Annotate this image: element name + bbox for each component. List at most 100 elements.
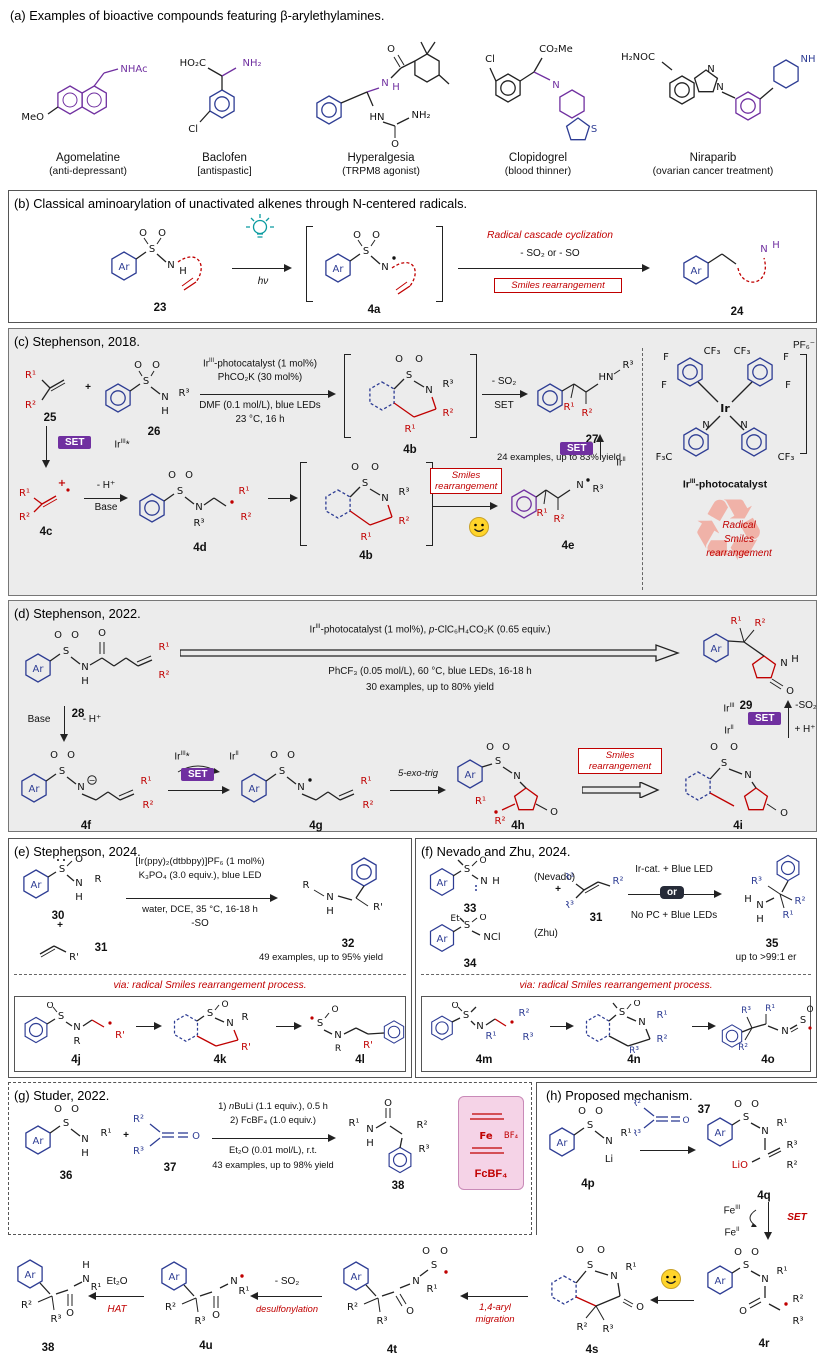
bracket-right [426, 462, 433, 546]
reaction-arrow [276, 1022, 302, 1031]
atom: N [73, 1022, 80, 1033]
atom: H [492, 876, 500, 887]
atom: Ar [31, 880, 43, 891]
atom: R³ [419, 1144, 430, 1155]
atom: S [587, 1120, 593, 1131]
atom: CO₂Me [539, 44, 573, 55]
atom: R² [634, 1099, 641, 1109]
atom: H₂NOC [621, 52, 655, 63]
atom: O [710, 742, 718, 753]
compound-label-4s: 4s [585, 1344, 599, 1356]
atom: O [98, 628, 106, 639]
atom: CF₃ [734, 346, 751, 357]
compound-name: Baclofen [202, 152, 247, 164]
compound-label-4p: 4p [581, 1178, 595, 1190]
panel-b [8, 190, 817, 323]
so2-loss: - SO₂ [491, 376, 517, 387]
compound-label-37: 37 [163, 1162, 177, 1174]
cascade-text: Radical cascade cyclization [487, 230, 613, 241]
plus-sign: + [123, 1130, 129, 1141]
atom: R¹ [777, 1118, 788, 1129]
compound-label-4g: 4g [309, 820, 323, 832]
er-text: up to >99:1 er [735, 952, 797, 963]
atom: N [195, 502, 202, 513]
atom: NH [801, 54, 816, 65]
atom: F₃C [656, 452, 673, 463]
compound-label-4c: 4c [39, 526, 53, 538]
atom: R² [399, 516, 410, 527]
atom: Ir [720, 402, 730, 415]
desulfonylation-text: desulfonylation [255, 1304, 319, 1314]
base-label: Base [27, 714, 51, 725]
compound-label-4m: 4m [475, 1054, 493, 1066]
atom: O [422, 1246, 430, 1257]
atom: Cl [188, 124, 198, 135]
compound-label-4b: 4b [403, 444, 417, 456]
ir2-label: IrII [616, 456, 626, 469]
atom: H [791, 654, 799, 665]
atom: R² [159, 670, 170, 681]
atom: R¹ [537, 508, 548, 519]
atom: N [761, 1274, 768, 1285]
atom: R' [241, 1042, 251, 1053]
atom: O [168, 470, 176, 481]
compound-label-24: 24 [730, 306, 744, 318]
atom: R² [657, 1034, 668, 1045]
structure-31f: R¹ R³ R² [566, 872, 623, 908]
atom: N [334, 1030, 341, 1041]
atom: R² [795, 896, 806, 907]
via-box [14, 996, 406, 1072]
atom: MeO [21, 112, 44, 123]
atom: R³ [134, 1146, 144, 1157]
atom: R¹ [657, 1010, 668, 1021]
reaction-arrow [550, 1022, 574, 1031]
compound-label-34: 34 [463, 958, 477, 970]
panel-c [8, 328, 817, 596]
atom: R² [165, 1302, 176, 1313]
atom: Ar [557, 1138, 569, 1149]
atom: N [761, 1126, 768, 1137]
reaction-arrow-down [60, 706, 69, 742]
lamp-icon [246, 214, 274, 238]
atom: R¹ [361, 776, 372, 787]
atom: F [663, 352, 669, 363]
atom: S [362, 478, 368, 489]
atom: Ar [33, 1136, 45, 1147]
deprotonation: - H⁺ [82, 714, 102, 725]
atom: R¹ [427, 1284, 438, 1295]
fe3-label: FeIII [723, 1204, 741, 1217]
bracket-right [436, 226, 443, 302]
atom: O [780, 808, 788, 819]
atom: S [149, 244, 155, 255]
atom: N [513, 771, 520, 782]
bracket-right [470, 354, 477, 438]
atom: R² [347, 1302, 358, 1313]
fe2-label: FeII [724, 1226, 740, 1239]
atom: R² [25, 400, 36, 410]
panel-h-title: (h) Proposed mechanism. [546, 1088, 693, 1103]
panel-g [8, 1082, 532, 1235]
atom: O [212, 1310, 220, 1321]
panel-e-title: (e) Stephenson, 2024. [14, 844, 141, 859]
atom: S [587, 1260, 593, 1271]
atom: R² [417, 1120, 428, 1131]
reaction-arrow [640, 1146, 696, 1155]
atom: − [89, 776, 96, 785]
so2-loss: - SO₂ [274, 1276, 300, 1287]
atom: N [552, 80, 559, 91]
atom: R³ [629, 1046, 639, 1054]
reaction-arrow-down [42, 426, 51, 468]
structure-37: O R² R³ [134, 1114, 200, 1157]
atom: R³ [377, 1316, 388, 1327]
atom: R¹ [25, 370, 36, 381]
atom: O [152, 360, 160, 371]
conditions-line: PhCO₂K (30 mol%) [217, 372, 303, 383]
compound-name: Hyperalgesia [347, 152, 415, 164]
via-text: via: radical Smiles rearrangement proces… [113, 980, 307, 991]
atom: O [597, 1245, 605, 1256]
